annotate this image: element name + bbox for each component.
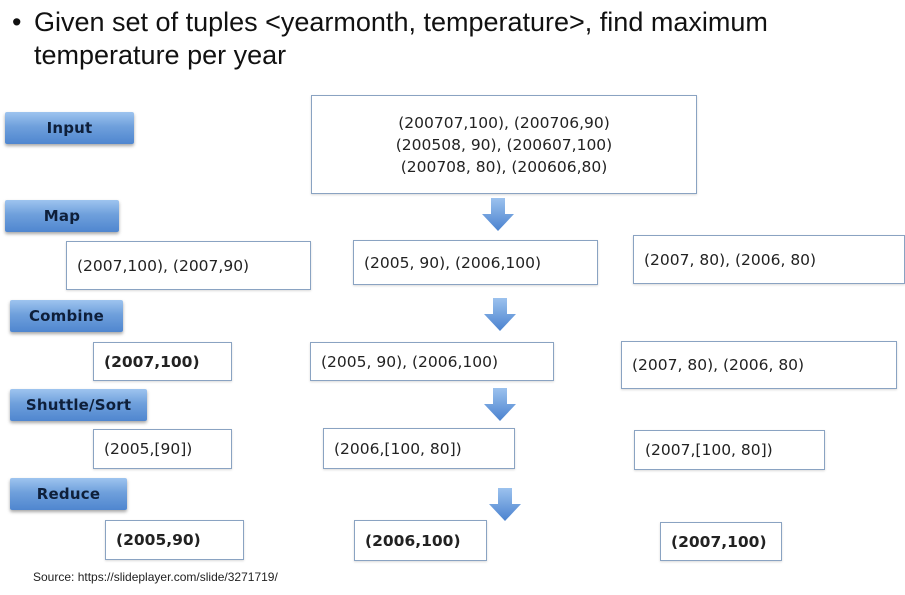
reduce-output-box: (2005,90)	[105, 520, 244, 560]
down-arrow-icon	[484, 388, 516, 421]
input-line-3: (200708, 80), (200606,80)	[400, 157, 608, 176]
heading-line-1: Given set of tuples <yearmonth, temperat…	[34, 7, 768, 37]
combine-output-box: (2007, 80), (2006, 80)	[621, 341, 897, 389]
stage-reduce: Reduce	[10, 478, 127, 510]
shuttle-output-box: (2005,[90])	[93, 429, 232, 469]
down-arrow-icon	[489, 488, 521, 521]
source-citation: Source: https://slideplayer.com/slide/32…	[33, 570, 278, 584]
combine-output-box: (2007,100)	[93, 342, 232, 381]
shuttle-output-box: (2007,[100, 80])	[634, 430, 825, 470]
stage-map: Map	[5, 200, 119, 232]
slide-heading: • Given set of tuples <yearmonth, temper…	[12, 6, 892, 72]
input-line-2: (200508, 90), (200607,100)	[395, 135, 613, 154]
reduce-output-box: (2006,100)	[354, 520, 487, 561]
map-output-box: (2005, 90), (2006,100)	[353, 240, 598, 285]
stage-input: Input	[5, 112, 134, 144]
down-arrow-icon	[482, 198, 514, 231]
input-line-1: (200707,100), (200706,90)	[398, 113, 610, 132]
input-box: (200707,100), (200706,90) (200508, 90), …	[311, 95, 697, 194]
shuttle-output-box: (2006,[100, 80])	[323, 428, 515, 469]
reduce-output-box: (2007,100)	[660, 522, 782, 561]
stage-shuttle-sort: Shuttle/Sort	[10, 389, 147, 421]
bullet-glyph: •	[12, 7, 22, 37]
heading-line-2: temperature per year	[34, 40, 287, 70]
stage-combine: Combine	[10, 300, 123, 332]
combine-output-box: (2005, 90), (2006,100)	[310, 342, 554, 381]
map-output-box: (2007,100), (2007,90)	[66, 241, 311, 290]
down-arrow-icon	[484, 298, 516, 331]
map-output-box: (2007, 80), (2006, 80)	[633, 235, 905, 284]
